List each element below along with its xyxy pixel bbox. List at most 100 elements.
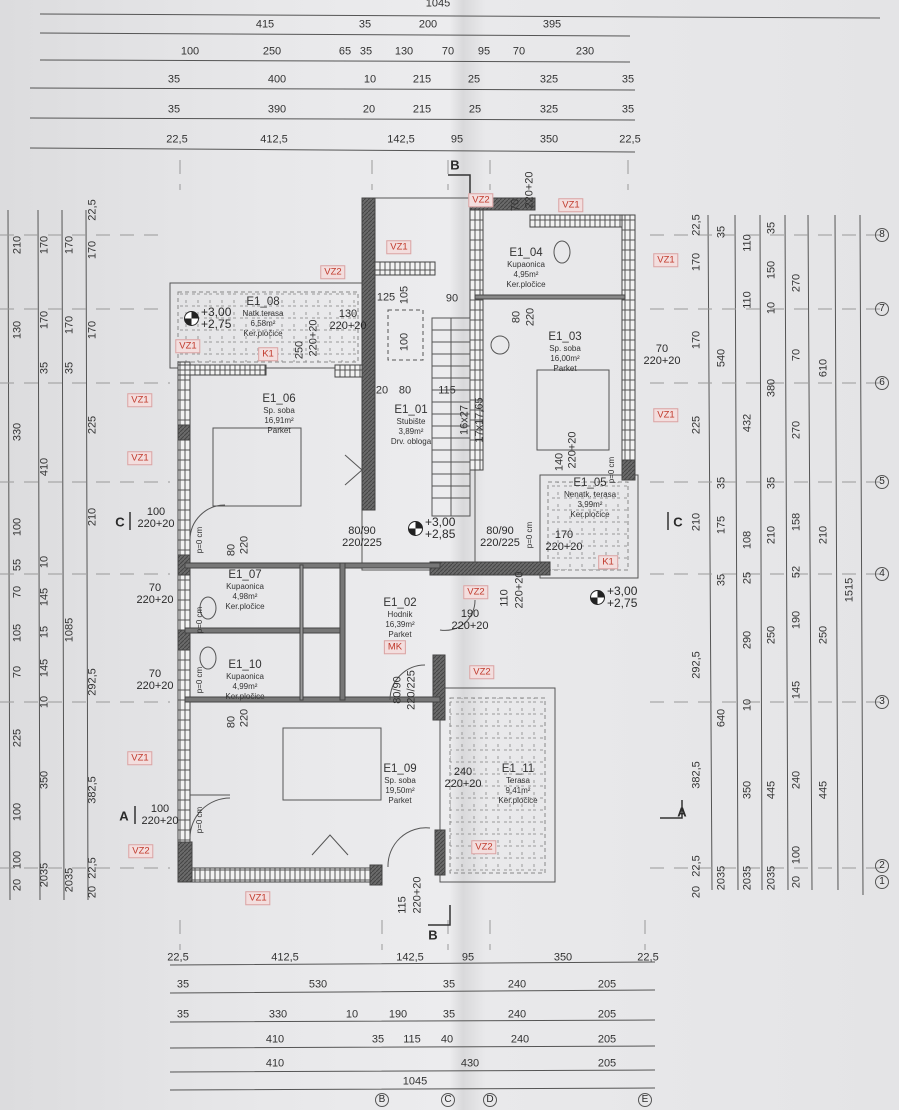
section-marker: A (119, 808, 129, 824)
dimension-label: 70 (11, 665, 24, 679)
dimension-label: 70 (11, 585, 24, 599)
dimension-label: 205 (597, 1008, 617, 1021)
dimension-label: 25 (467, 73, 481, 86)
room-id: E1_10 (228, 659, 262, 671)
dimension-label: 35 (358, 18, 372, 31)
grid-axis-marker: C (441, 1093, 455, 1107)
dimension-label: 270 (790, 420, 803, 440)
element-tag: VZ1 (386, 240, 412, 254)
dimension-label: 240 (510, 1033, 530, 1046)
opening-width: 70 (655, 343, 669, 355)
dimension-label: 350 (553, 951, 573, 964)
dimension-label: 190 (388, 1008, 408, 1021)
dimension-label: 382,5 (690, 761, 703, 789)
dimension-label: 35 (167, 73, 181, 86)
opening-width: 80/90 (348, 525, 376, 537)
dimension-label: 22,5 (167, 951, 189, 964)
element-tag: VZ1 (653, 253, 679, 267)
dimension-label: 20 (11, 878, 24, 892)
dimension-label: 205 (597, 1057, 617, 1070)
grid-axis-marker: 5 (875, 475, 889, 489)
room-id: E1_11 (501, 763, 535, 775)
dimension-label: 400 (267, 73, 287, 86)
rotated-dimension: 220+20 (513, 571, 526, 609)
dimension-label: 35 (715, 573, 728, 587)
dimension-label: 205 (597, 1033, 617, 1046)
room-name: Terasa (505, 776, 531, 785)
room-name: Stubište (396, 417, 426, 426)
dimension-label: 20 (690, 885, 703, 899)
bed-icon (212, 427, 302, 507)
dimension-label: 20 (86, 885, 99, 899)
room-area: 4,95m² (513, 270, 539, 279)
room-name: Kupaonica (226, 672, 264, 681)
dimension-label: 35 (715, 476, 728, 490)
dimension-label: 110 (741, 234, 754, 252)
dimension-label: 130 (11, 320, 24, 340)
section-lines (129, 174, 683, 926)
dimension-label: 225 (11, 728, 24, 748)
dimension-label: 170 (38, 310, 51, 330)
opening-width: 70 (148, 582, 162, 594)
room-area: 9,41m² (505, 786, 531, 795)
element-tag: K1 (598, 555, 618, 569)
room-area: 6,58m² (250, 319, 276, 328)
dimension-label: 530 (308, 978, 328, 991)
dimension-label: 2035 (63, 867, 76, 893)
section-marker: C (673, 514, 683, 530)
dimension-label: 175 (715, 515, 728, 535)
dimension-label: 170 (38, 235, 51, 255)
dimension-label: 540 (715, 348, 728, 368)
dimension-label: 100 (11, 850, 24, 870)
dimension-label: 22,5 (690, 855, 703, 877)
room-name: Natk.terasa (242, 309, 284, 318)
dimension-label: 210 (817, 525, 830, 545)
dimension-label: 35 (359, 45, 373, 58)
dimension-label: 432 (741, 413, 754, 433)
rotated-dimension: 80 (510, 310, 523, 324)
dimension-label: 410 (265, 1033, 285, 1046)
dimension-label: 10 (38, 695, 51, 709)
dimension-label: 2035 (741, 865, 754, 891)
dimension-label: 22,5 (690, 214, 703, 236)
dimension-label: 100 (11, 517, 24, 537)
dimension-label: 20 (362, 103, 376, 116)
floor-level-offset: p=0 cm (195, 606, 204, 634)
dimension-label: 395 (542, 18, 562, 31)
dimension-label: 110 (741, 291, 754, 309)
rotated-dimension: 80 (225, 543, 238, 557)
level-marker: +3,00+2,75 (590, 585, 637, 609)
dimension-label: 210 (690, 512, 703, 532)
dimension-label: 1045 (402, 1075, 428, 1088)
dimension-label: 225 (690, 415, 703, 435)
rotated-dimension: 100 (398, 332, 411, 352)
level-marker: +3,00+2,85 (408, 516, 455, 540)
dimension-label: 35 (167, 103, 181, 116)
room-floor: Parket (553, 364, 577, 373)
dimension-label: 70 (512, 45, 526, 58)
opening-width: 130 (338, 308, 358, 320)
terrace-e1-11-outline (439, 687, 556, 883)
dimension-label: 115 (403, 1033, 421, 1046)
level-symbol-icon (408, 520, 423, 536)
level-bottom: +2,85 (425, 527, 456, 541)
dimension-label: 145 (790, 680, 803, 700)
room-id: E1_07 (228, 569, 262, 581)
dimension-label: 240 (790, 770, 803, 790)
dimension-label: 142,5 (396, 951, 424, 964)
dimension-label: 1515 (843, 577, 856, 603)
dimension-label: 1085 (63, 617, 76, 643)
room-area: 16,00m² (550, 354, 580, 363)
room-floor: Parket (388, 796, 412, 805)
dimension-label: 10 (765, 301, 778, 315)
dimension-label: 325 (539, 103, 559, 116)
room-floor: Ker.pločice (225, 602, 265, 611)
dimension-label: 382,5 (86, 776, 99, 804)
dimension-label: 330 (268, 1008, 288, 1021)
